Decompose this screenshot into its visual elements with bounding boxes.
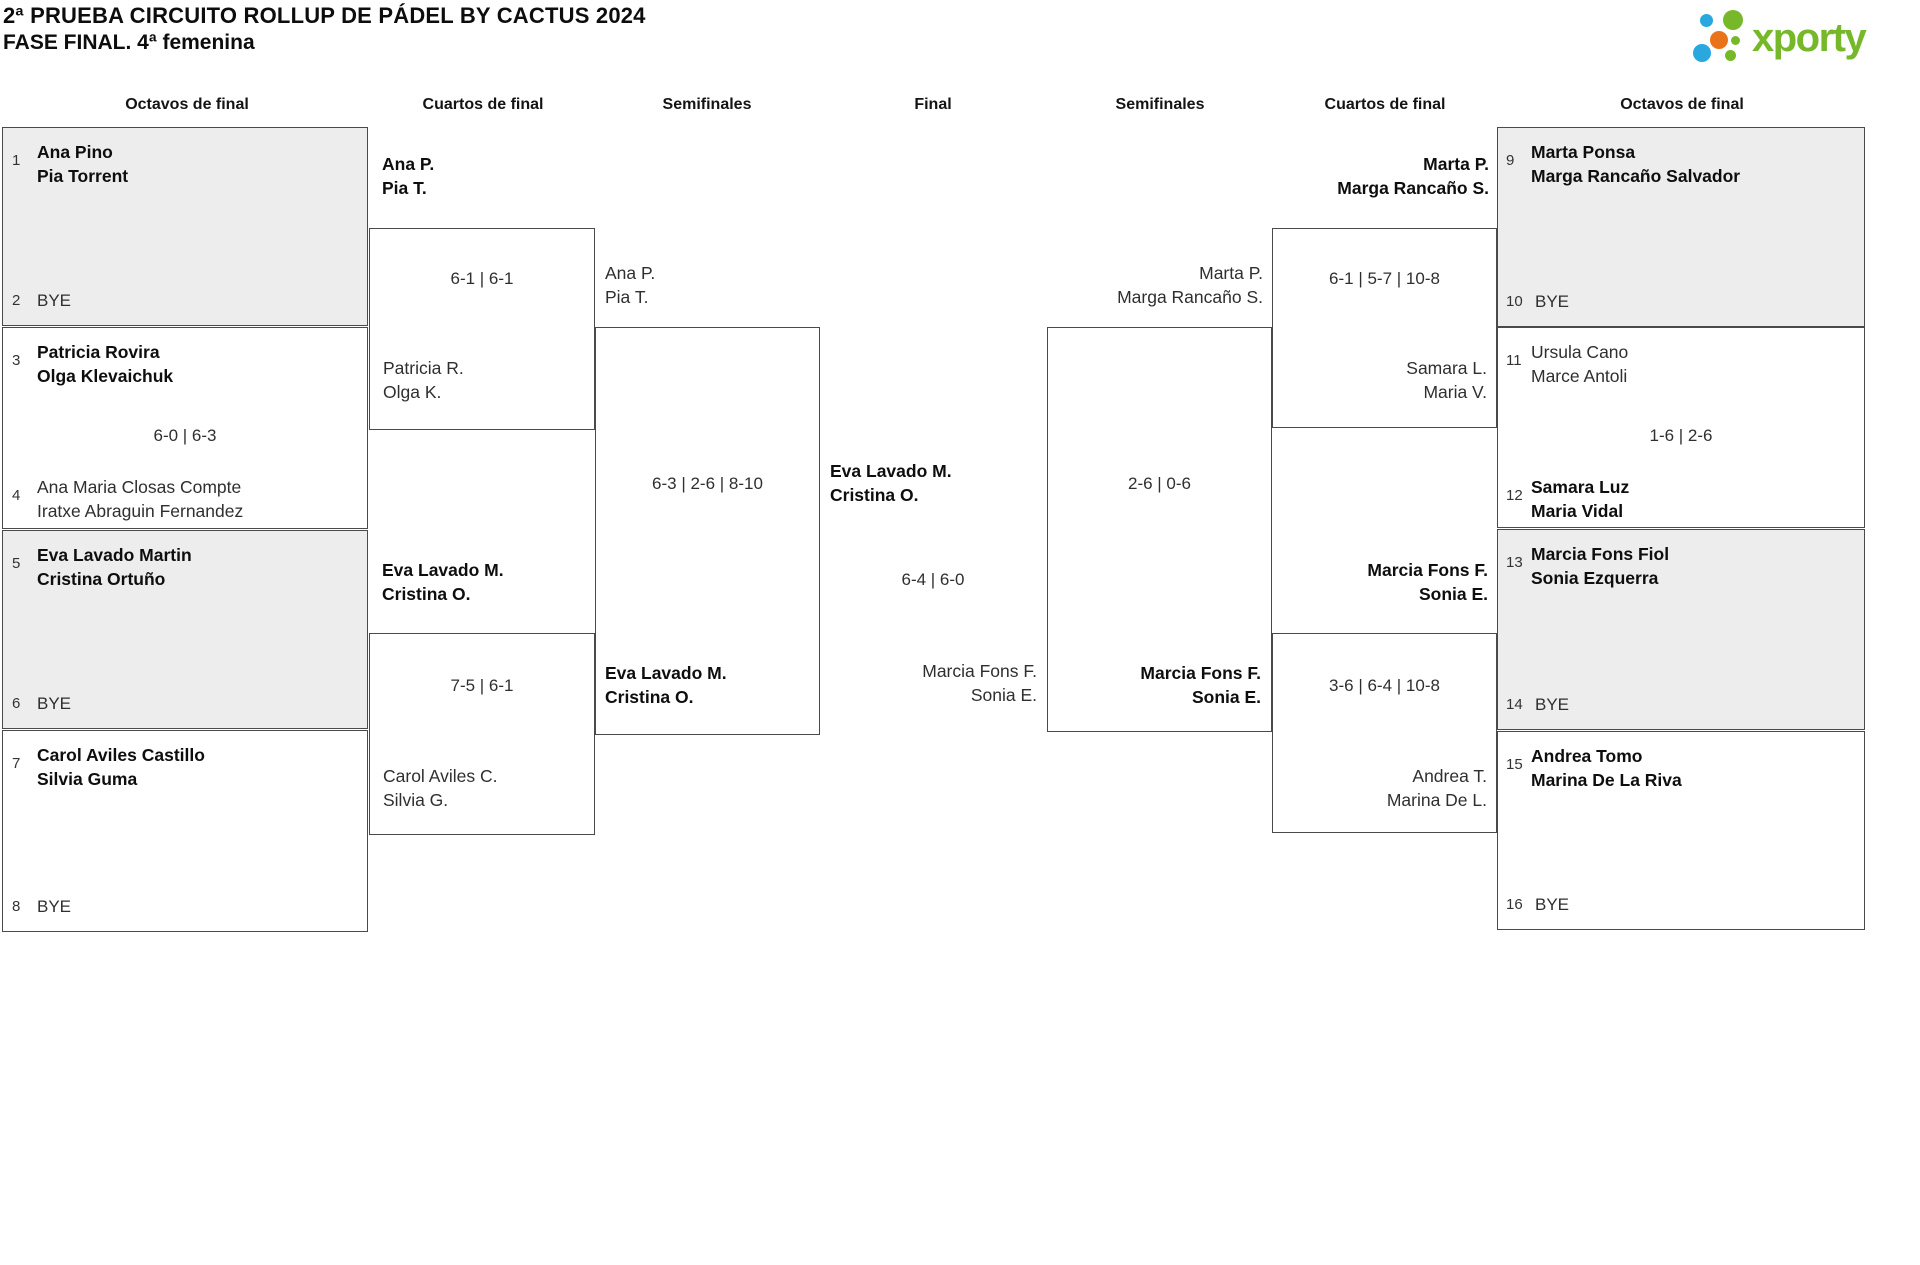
logo-dot-blue-large [1693, 44, 1711, 62]
qf-entrant-left-top: Ana P.Pia T. [382, 154, 435, 198]
seed-number: 13 [1506, 554, 1523, 571]
seed-number: 8 [12, 898, 21, 915]
qf-entrant-left-bottom: Eva Lavado M.Cristina O. [382, 560, 504, 604]
bye-label: BYE [1535, 695, 1570, 714]
round-header-semis-left: Semifinales [662, 96, 752, 113]
logo-wordmark: xporty [1752, 16, 1867, 60]
match-score: 7-5 | 6-1 [450, 676, 514, 695]
team-names: Patricia R.Olga K. [383, 358, 464, 402]
logo-dot-green-tiny [1731, 36, 1740, 45]
sf-entrant-left: Ana P.Pia T. [605, 263, 656, 307]
round-header-semis-right: Semifinales [1115, 96, 1205, 113]
bye-label: BYE [37, 897, 72, 916]
bye-label: BYE [37, 694, 72, 713]
qf-box-right-top: 6-1 | 5-7 | 10-8 Samara L.Maria V. [1272, 228, 1497, 428]
round-header-cuartos-right: Cuartos de final [1324, 96, 1446, 113]
team-names: Carol Aviles C.Silvia G. [383, 766, 498, 810]
logo-dot-blue-small [1700, 14, 1713, 27]
bye-label: BYE [1535, 895, 1570, 914]
seed-number: 16 [1506, 896, 1523, 913]
match-score: 2-6 | 0-6 [1127, 474, 1191, 493]
seed-number: 11 [1506, 352, 1522, 369]
sf-box-left: 6-3 | 2-6 | 8-10 Eva Lavado M.Cristina O… [595, 327, 820, 735]
final-score: 6-4 | 6-0 [901, 570, 965, 589]
seed-number: 1 [12, 152, 21, 169]
round-header-octavos-right: Octavos de final [1620, 96, 1744, 113]
logo-dot-green-small [1725, 50, 1736, 61]
team-names: Eva Lavado M.Cristina O. [605, 663, 727, 707]
match-score: 6-3 | 2-6 | 8-10 [652, 474, 763, 493]
sf-entrant-right: Marta P.Marga Rancaño S. [1117, 263, 1263, 307]
match-score: 6-1 | 5-7 | 10-8 [1329, 269, 1440, 288]
match-score: 6-0 | 6-3 [153, 426, 217, 445]
team-names: Andrea T.Marina De L. [1386, 766, 1487, 810]
finalist-right: Marcia Fons F.Sonia E. [922, 661, 1037, 705]
finalist-left: Eva Lavado M.Cristina O. [830, 461, 952, 505]
tournament-title: 2ª PRUEBA CIRCUITO ROLLUP DE PÁDEL BY CA… [3, 3, 646, 28]
bye-label: BYE [1535, 292, 1570, 311]
match-score: 3-6 | 6-4 | 10-8 [1329, 676, 1440, 695]
seed-number: 2 [12, 292, 21, 309]
round-header-final: Final [914, 96, 952, 113]
logo-dot-orange [1710, 31, 1728, 49]
seed-number: 5 [12, 555, 21, 572]
match-score: 1-6 | 2-6 [1649, 426, 1713, 445]
team-names: Samara L.Maria V. [1406, 358, 1487, 402]
seed-number: 15 [1506, 756, 1523, 773]
seed-number: 3 [12, 352, 21, 369]
seed-number: 10 [1506, 293, 1523, 310]
seed-number: 9 [1506, 152, 1515, 169]
qf-entrant-right-top: Marta P.Marga Rancaño S. [1337, 154, 1489, 198]
qf-entrant-right-bottom: Marcia Fons F.Sonia E. [1367, 560, 1488, 604]
seed-number: 6 [12, 695, 21, 712]
seed-number: 14 [1506, 696, 1523, 713]
phase-subtitle: FASE FINAL. 4ª femenina [3, 31, 255, 54]
qf-box-left-bottom: 7-5 | 6-1 Carol Aviles C.Silvia G. [369, 633, 595, 835]
seed-number: 12 [1506, 487, 1523, 504]
seed-number: 7 [12, 755, 21, 772]
round-header-cuartos-left: Cuartos de final [422, 96, 544, 113]
team-names: Marcia Fons F.Sonia E. [1140, 663, 1261, 707]
bye-label: BYE [37, 291, 72, 310]
xporty-logo[interactable]: xporty [1688, 2, 1913, 72]
round-header-octavos-left: Octavos de final [125, 96, 249, 113]
seed-number: 4 [12, 487, 21, 504]
qf-box-right-bottom: 3-6 | 6-4 | 10-8 Andrea T.Marina De L. [1272, 633, 1497, 833]
logo-dot-green-large [1723, 10, 1743, 30]
qf-box-left-top: 6-1 | 6-1 Patricia R.Olga K. [369, 228, 595, 430]
match-score: 6-1 | 6-1 [450, 269, 514, 288]
sf-box-right: 2-6 | 0-6 Marcia Fons F.Sonia E. [1047, 327, 1272, 732]
